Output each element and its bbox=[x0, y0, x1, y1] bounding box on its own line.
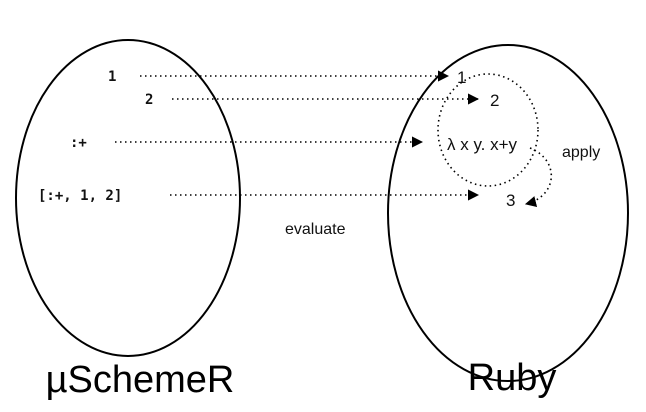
right-item-1: 1 bbox=[457, 68, 466, 87]
apply-arrow bbox=[524, 147, 553, 207]
right-item-2: 2 bbox=[490, 91, 499, 110]
right-set-label: Ruby bbox=[468, 357, 557, 399]
right-set-ellipse bbox=[387, 44, 629, 382]
lambda-dotted-circle bbox=[437, 73, 539, 187]
left-item-2: 2 bbox=[145, 92, 153, 108]
left-item-expression: [:+, 1, 2] bbox=[38, 188, 122, 204]
left-item-1: 1 bbox=[108, 69, 116, 85]
left-set-ellipse bbox=[15, 39, 241, 357]
left-set-label: µSchemeR bbox=[46, 359, 235, 401]
right-item-3: 3 bbox=[506, 191, 515, 210]
evaluate-label: evaluate bbox=[285, 221, 346, 238]
left-item-plus-symbol: :+ bbox=[70, 135, 87, 151]
apply-label: apply bbox=[562, 144, 600, 161]
right-item-lambda: λ x y. x+y bbox=[447, 135, 518, 154]
